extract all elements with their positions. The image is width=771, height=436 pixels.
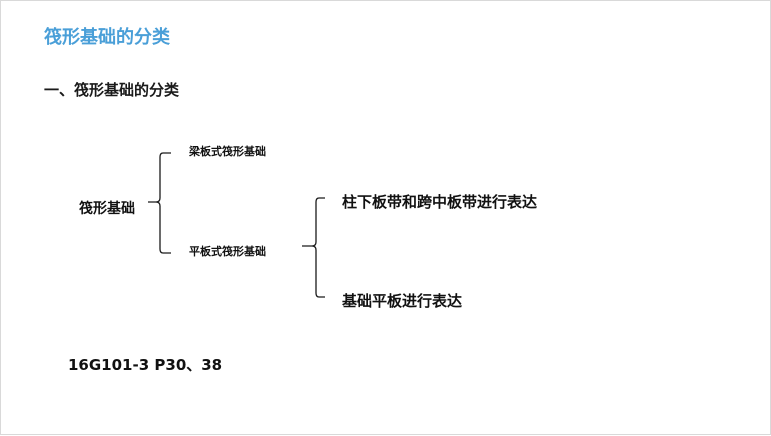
branch-flat-slab-raft: 平板式筏形基础: [189, 245, 266, 258]
tree-root-label: 筏形基础: [79, 201, 135, 217]
sub-item-column-middle-strip: 柱下板带和跨中板带进行表达: [342, 193, 538, 211]
sub-item-foundation-slab: 基础平板进行表达: [342, 292, 463, 310]
section-heading: 一、筏形基础的分类: [44, 81, 180, 99]
reference-citation: 16G101-3 P30、38: [68, 356, 223, 374]
slide-title: 筏形基础的分类: [44, 27, 170, 48]
branch-beam-slab-raft: 梁板式筏形基础: [189, 145, 266, 158]
brace-level-2: [302, 197, 325, 298]
brace-level-1: [148, 152, 171, 254]
